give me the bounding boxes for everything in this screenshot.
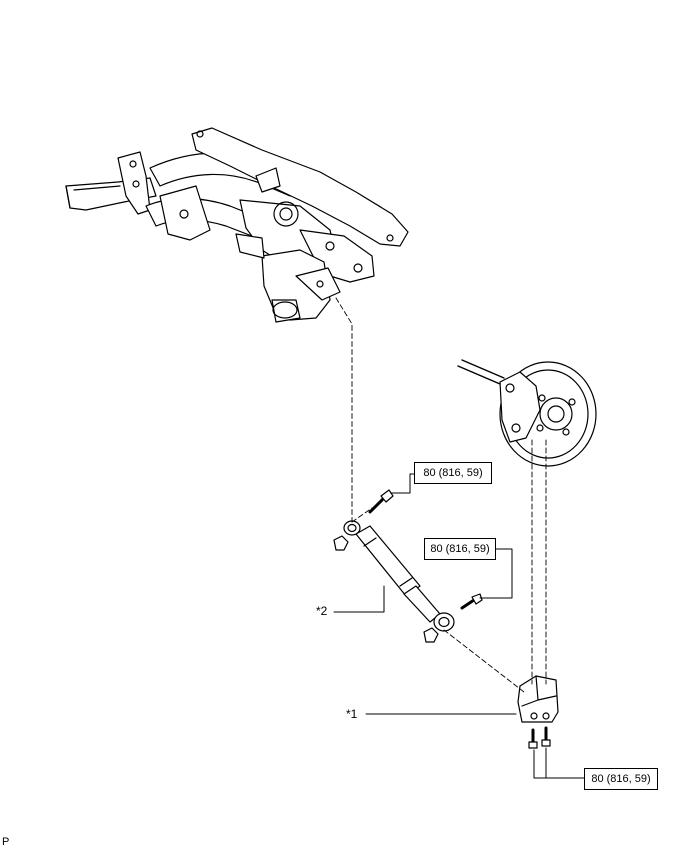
torque-label-bracket-bolts: 80 (816, 59) — [584, 768, 658, 790]
callout-item-1: *1 — [346, 707, 358, 721]
leader-lines — [333, 473, 585, 779]
lower-bolt-illustration — [460, 593, 483, 610]
shock-absorber-illustration — [333, 520, 455, 643]
callout-item-2: *2 — [316, 604, 328, 618]
lower-bracket-illustration — [517, 675, 559, 723]
bracket-bolts-illustration — [528, 726, 551, 749]
alignment-lines — [335, 297, 547, 693]
upper-bolt-illustration — [368, 489, 394, 514]
corner-mark: P — [2, 836, 10, 848]
torque-label-upper-bolt: 80 (816, 59) — [414, 462, 492, 484]
subframe-illustration — [65, 127, 409, 323]
axle-carrier-illustration — [457, 359, 597, 467]
torque-label-lower-bolt: 80 (816, 59) — [424, 538, 496, 560]
